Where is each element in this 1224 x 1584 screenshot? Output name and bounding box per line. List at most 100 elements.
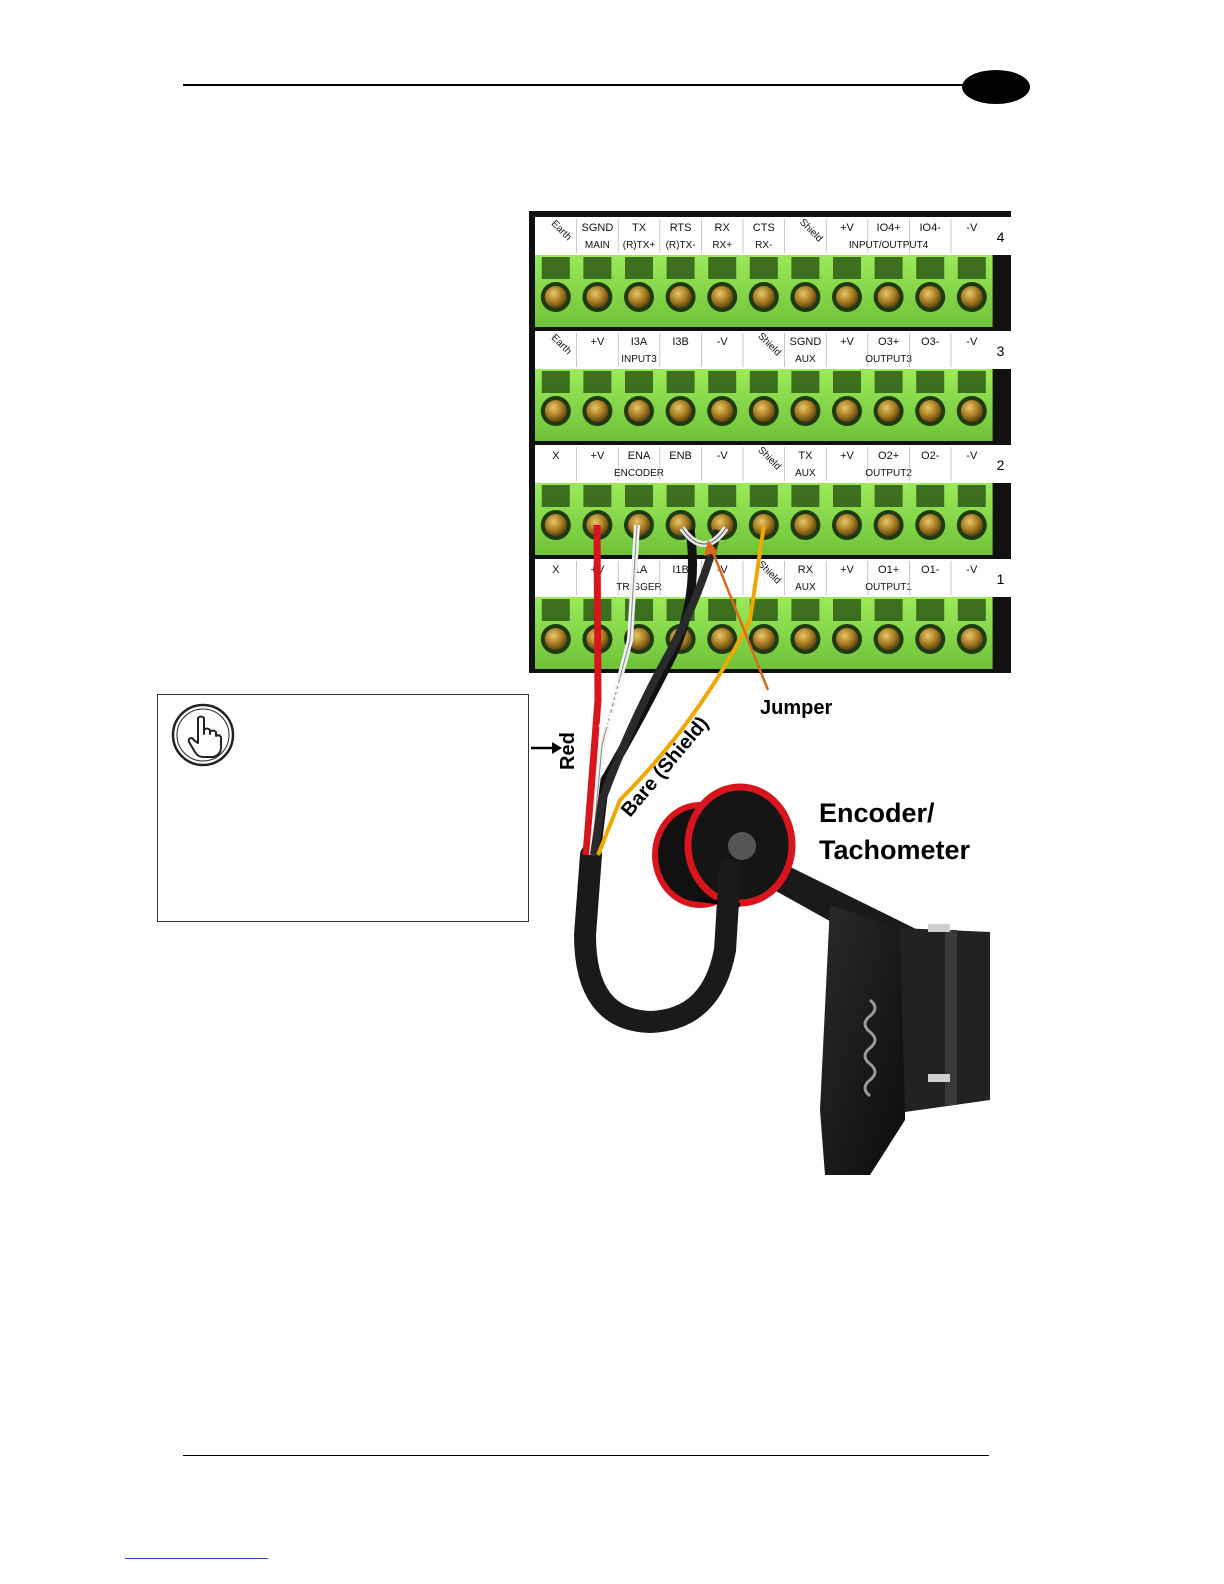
terminal-screw [960,286,983,308]
terminal-slot [957,599,986,621]
cable-jacket [573,844,741,1034]
terminal-group-label: INPUT3 [621,354,657,365]
terminal-slot [625,485,653,507]
terminal-label: O1- [921,564,940,576]
terminal-label: I3B [672,336,689,348]
terminal-group-label: OUTPUT1 [865,582,912,593]
terminal-label: +V [840,450,854,462]
red-wire [582,524,602,856]
jumper-label: Jumper [760,697,832,719]
terminal-group-label: (R)TX- [666,240,696,251]
terminal-slot [791,257,820,279]
chapter-tab [962,70,1030,104]
terminal-label: -V [966,564,978,576]
terminal-screw [877,628,900,650]
terminal-label: X [552,450,560,462]
terminal-label: -V [717,336,729,348]
terminal-slot [791,371,820,393]
terminal-slot [666,371,695,393]
encoder-hub [728,832,756,860]
terminal-group-label: OUTPUT3 [865,354,912,365]
terminal-row-number: 3 [997,343,1005,359]
terminal-screw [669,400,692,422]
terminal-slot [833,371,861,393]
terminal-screw [711,400,734,422]
terminal-screw [794,514,817,536]
terminal-screw [836,400,858,422]
terminal-label: O1+ [878,564,899,576]
terminal-group-label: AUX [795,354,816,365]
terminal-slot [833,599,861,621]
terminal-group-label: TRIGGER [616,582,662,593]
terminal-screw [836,628,858,650]
terminal-slot [625,371,653,393]
terminal-label: TX [798,450,813,462]
jumper-wire-outline [681,527,727,545]
terminal-label: -V [966,222,978,234]
terminal-screw [544,286,567,308]
terminal-slot [833,485,861,507]
terminal-slot [749,257,778,279]
terminal-screw [669,286,692,308]
terminal-label: -V [966,450,978,462]
terminal-label: I3A [631,336,648,348]
terminal-screw [960,514,983,536]
terminal-slot [916,257,945,279]
terminal-label-strip [535,217,1013,255]
terminal-label: +V [840,222,854,234]
terminal-label-strip [535,559,1013,597]
terminal-label: I1B [672,564,689,576]
device-label-line1: Encoder/ [819,798,935,828]
terminal-label: RX [715,222,731,234]
terminal-slot [874,257,903,279]
terminal-slot [583,257,612,279]
terminal-label: -V [966,336,978,348]
red-arrowhead [552,742,562,754]
terminal-slot [541,599,570,621]
jumper-arrow-line [710,549,770,691]
terminal-label: ENB [669,450,692,462]
terminal-slot [957,257,986,279]
terminal-label: +V [840,564,854,576]
terminal-group-label: OUTPUT2 [865,468,912,479]
terminal-screw [628,514,650,536]
terminal-slot [957,371,986,393]
terminal-screw [586,400,609,422]
terminal-screw [628,400,650,422]
terminal-screw [752,286,775,308]
terminal-label: +V [591,336,605,348]
black-wire-b [590,529,722,856]
terminal-label: SGND [790,336,822,348]
device-label-line2: Tachometer [819,835,971,865]
terminal-screw [919,514,942,536]
terminal-screw [752,628,775,650]
terminal-slot [916,371,945,393]
mount-bolt-top [928,924,950,932]
white-wire-outline [591,524,638,856]
red-wire-label: Red [557,732,579,770]
terminal-label: -V [717,450,729,462]
terminal-slot [749,371,778,393]
terminal-slot [541,485,570,507]
terminal-screw [919,286,942,308]
terminal-label: +V [591,450,605,462]
spring [863,998,877,1098]
terminal-screw [711,628,734,650]
shield-wire [596,524,766,856]
terminal-screw [586,286,609,308]
terminal-screw [877,400,900,422]
terminal-row-number: 1 [997,571,1005,587]
terminal-slot [666,485,695,507]
terminal-screw [877,514,900,536]
terminal-label: SGND [582,222,614,234]
terminal-screw [877,286,900,308]
terminal-label: +V [840,336,854,348]
terminal-slot [874,485,903,507]
terminal-label: CTS [753,222,775,234]
terminal-slot [625,257,653,279]
mount-bolt-bottom [928,1074,950,1082]
